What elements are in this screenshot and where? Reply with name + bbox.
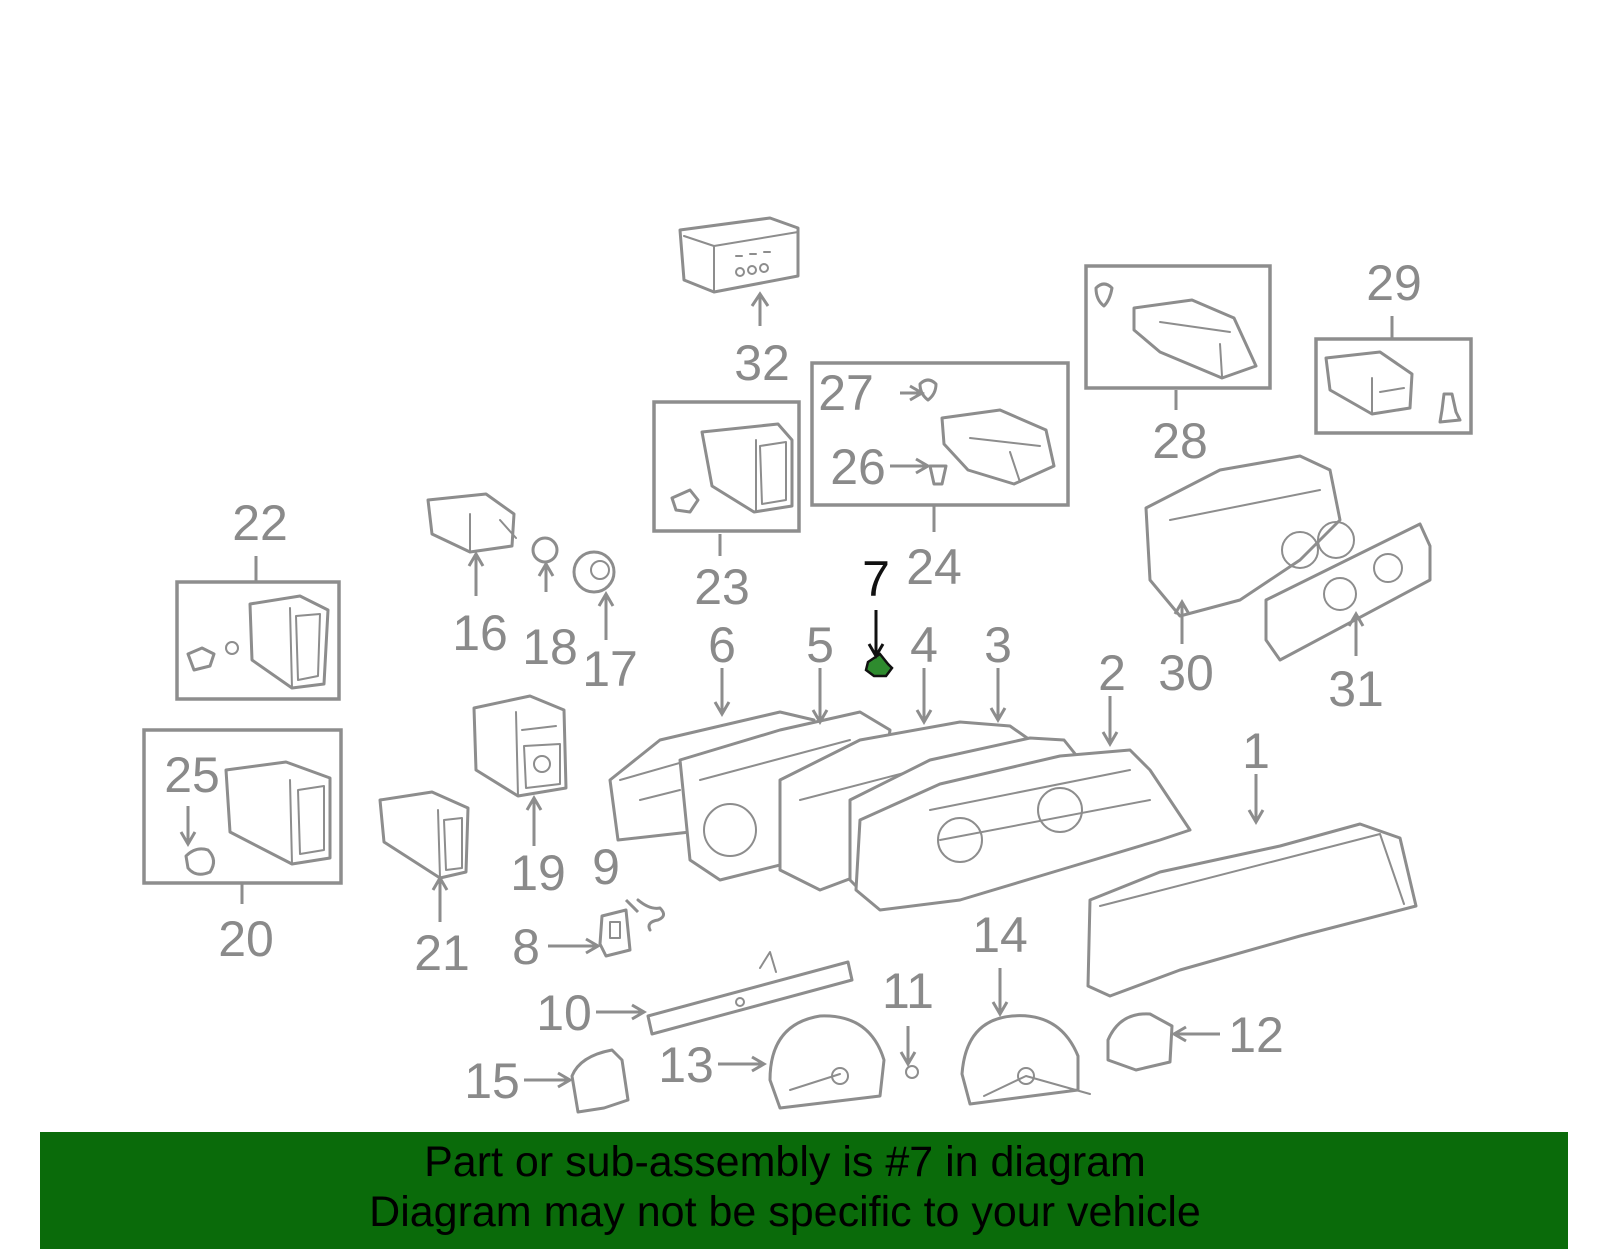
part-17-knob[interactable] <box>572 550 616 594</box>
part-30-control-unit[interactable] <box>1144 454 1355 618</box>
part-29-switch[interactable] <box>1324 350 1462 424</box>
part-11-bulb[interactable] <box>905 1065 919 1079</box>
callout-4[interactable]: 4 <box>910 617 938 673</box>
callout-20[interactable]: 20 <box>218 911 274 967</box>
part-28-switch[interactable] <box>1094 282 1258 380</box>
part-9-wire[interactable] <box>636 898 665 932</box>
part-18-knob[interactable] <box>531 536 559 564</box>
callout-27[interactable]: 27 <box>818 365 874 421</box>
callout-2[interactable]: 2 <box>1098 645 1126 701</box>
callout-15[interactable]: 15 <box>464 1053 520 1109</box>
callout-11[interactable]: 11 <box>882 963 934 1019</box>
group-box-22 <box>175 580 341 701</box>
callout-28[interactable]: 28 <box>1152 413 1208 469</box>
callout-1[interactable]: 1 <box>1242 723 1270 779</box>
callout-21[interactable]: 21 <box>414 925 470 981</box>
part-32-switch[interactable] <box>678 216 800 294</box>
callout-26[interactable]: 26 <box>830 439 886 495</box>
callout-24[interactable]: 24 <box>906 539 962 595</box>
part-8-bracket[interactable] <box>598 908 632 958</box>
part-20-switch[interactable] <box>184 760 332 876</box>
part-15-cover[interactable] <box>570 1048 630 1114</box>
callout-22[interactable]: 22 <box>232 495 288 551</box>
callout-14[interactable]: 14 <box>972 907 1028 963</box>
group-box-20 <box>142 728 343 885</box>
callout-23[interactable]: 23 <box>694 559 750 615</box>
callout-7[interactable]: 7 <box>862 551 890 607</box>
footer-line-2: Diagram may not be specific to your vehi… <box>369 1188 1201 1236</box>
group-box-23 <box>652 400 801 533</box>
part-24-switch[interactable] <box>918 378 1056 486</box>
leader-lines <box>179 291 1394 1089</box>
callout-10[interactable]: 10 <box>536 985 592 1041</box>
callout-9[interactable]: 9 <box>592 839 620 895</box>
callout-18[interactable]: 18 <box>522 619 578 675</box>
part-10-strip[interactable] <box>646 951 854 1036</box>
callout-3[interactable]: 3 <box>984 617 1012 673</box>
callout-8[interactable]: 8 <box>512 919 540 975</box>
footer-banner: Part or sub-assembly is #7 in diagram Di… <box>40 1132 1568 1249</box>
part-31-panel[interactable] <box>1264 522 1432 662</box>
callout-25[interactable]: 25 <box>164 747 220 803</box>
part-19-switch[interactable] <box>472 694 568 798</box>
part-21-switch[interactable] <box>378 790 470 880</box>
part-16-switch[interactable] <box>426 492 517 554</box>
footer-line-1: Part or sub-assembly is #7 in diagram <box>424 1138 1146 1186</box>
callout-labels: 1 2 3 4 5 6 7 8 9 10 11 12 13 14 15 16 1… <box>164 255 1422 1109</box>
callout-16[interactable]: 16 <box>452 605 508 661</box>
part-22-switch[interactable] <box>186 594 330 690</box>
callout-29[interactable]: 29 <box>1366 255 1422 311</box>
callout-19[interactable]: 19 <box>510 845 566 901</box>
callout-12[interactable]: 12 <box>1228 1007 1284 1063</box>
part-1-lens[interactable] <box>1086 822 1418 998</box>
callout-5[interactable]: 5 <box>806 617 834 673</box>
group-box-24 <box>810 361 1070 507</box>
callout-13[interactable]: 13 <box>658 1037 714 1093</box>
part-2-cluster[interactable] <box>854 748 1192 912</box>
callout-6[interactable]: 6 <box>708 617 736 673</box>
part-14-gauge[interactable] <box>960 1014 1091 1106</box>
callout-30[interactable]: 30 <box>1158 645 1214 701</box>
callout-17[interactable]: 17 <box>582 641 638 697</box>
group-box-28 <box>1084 264 1272 390</box>
part-23-switch[interactable] <box>670 422 794 514</box>
part-12-gauge-part[interactable] <box>1106 1012 1174 1072</box>
part-7-highlighted-bulb[interactable] <box>864 652 894 678</box>
callout-31[interactable]: 31 <box>1328 661 1384 717</box>
callout-32[interactable]: 32 <box>734 335 790 391</box>
part-13-gauge[interactable] <box>768 1014 886 1110</box>
